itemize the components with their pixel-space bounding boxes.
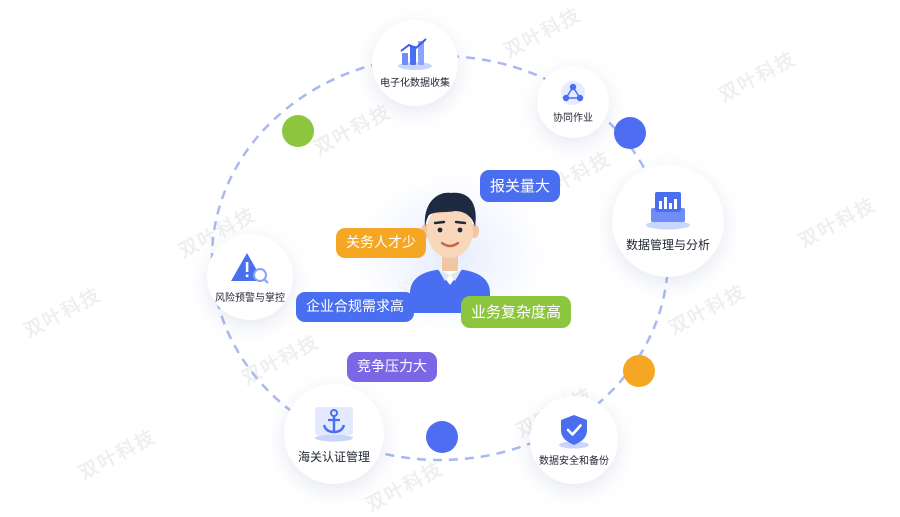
node-label: 海关认证管理 xyxy=(297,449,370,464)
diagram-canvas: 双叶科技 双叶科技 双叶科技 双叶科技 双叶科技 双叶科技 双叶科技 双叶科技 … xyxy=(20,3,880,516)
collaboration-icon xyxy=(561,81,585,105)
node-data-management: 数据管理与分析 xyxy=(612,165,724,277)
tag-complexity: 业务复杂度高 xyxy=(461,296,572,328)
node-customs-certification: 海关认证管理 xyxy=(284,384,384,484)
node-collaboration: 协同作业 xyxy=(537,66,609,138)
tag-large-volume: 报关量大 xyxy=(480,170,561,202)
node-label: 风险预警与掌控 xyxy=(215,293,285,304)
node-risk-warning: 风险预警与掌控 xyxy=(207,234,293,320)
node-label: 协同作业 xyxy=(553,113,593,124)
tag-competition: 竞争压力大 xyxy=(347,352,437,382)
ring-dot-blue-bottom xyxy=(426,421,458,453)
ring-dot-blue-top-right xyxy=(614,117,646,149)
ring-dot-green xyxy=(282,115,314,147)
warning-icon xyxy=(231,253,269,284)
node-label: 数据安全和备份 xyxy=(539,456,609,467)
tag-few-talent: 关务人才少 xyxy=(336,228,426,258)
node-electronic-data-collection: 电子化数据收集 xyxy=(372,20,458,106)
node-data-security: 数据安全和备份 xyxy=(530,396,618,484)
node-label: 数据管理与分析 xyxy=(625,237,710,252)
bar-chart-icon xyxy=(398,38,432,70)
ring-dot-orange xyxy=(623,355,655,387)
node-label: 电子化数据收集 xyxy=(380,78,450,89)
tag-compliance: 企业合规需求高 xyxy=(296,292,414,322)
shield-check-icon xyxy=(559,415,589,449)
dashboard-icon xyxy=(646,191,690,229)
anchor-icon xyxy=(315,406,353,441)
